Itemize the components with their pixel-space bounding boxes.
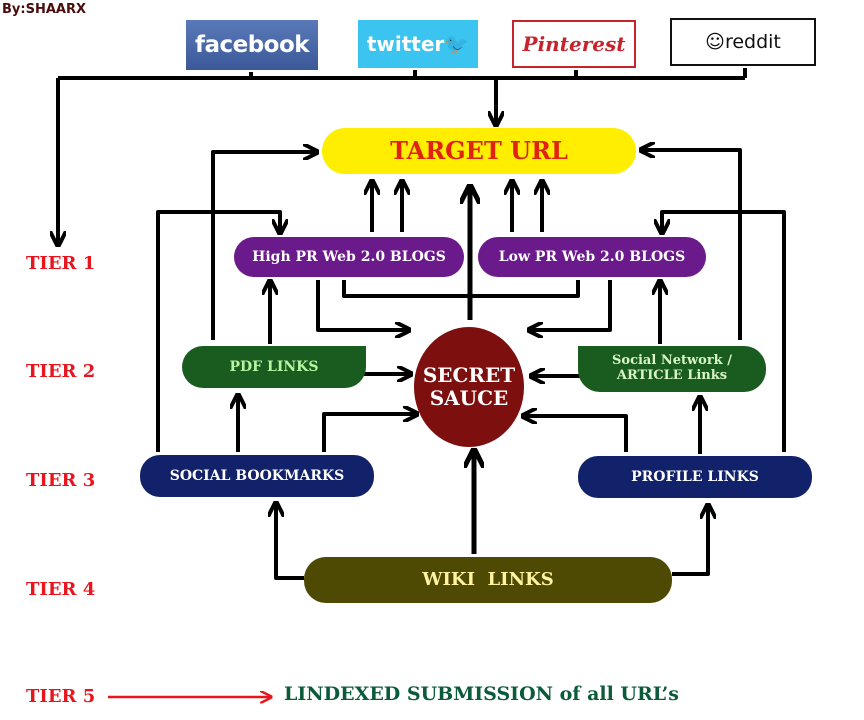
- tier-2-label: TIER 2: [26, 361, 96, 382]
- author-byline: By:SHAARX: [2, 2, 86, 17]
- secret-sauce-line1: SECRET: [422, 363, 516, 387]
- social-network-article-node: Social Network /ARTICLE Links: [578, 346, 766, 392]
- secret-sauce-line2: SAUCE: [429, 386, 509, 410]
- reddit-logo: ☺reddit: [670, 18, 816, 66]
- wiki-links-node: WIKI LINKS: [304, 557, 672, 603]
- reddit-label: reddit: [724, 31, 781, 53]
- social-bookmarks-node: SOCIAL BOOKMARKS: [140, 455, 374, 497]
- pdf-links-node: PDF LINKS: [182, 346, 366, 388]
- social-network-line1: Social Network /: [612, 353, 732, 369]
- target-url-node: TARGET URL: [322, 128, 636, 174]
- lindexed-submission-label: LINDEXED SUBMISSION of all URL’s: [284, 683, 679, 705]
- twitter-logo: twitter🐦: [358, 20, 478, 68]
- reddit-alien-icon: ☺: [705, 31, 725, 53]
- social-network-line2: ARTICLE Links: [616, 368, 728, 383]
- tier-1-label: TIER 1: [26, 253, 96, 274]
- tier-3-label: TIER 3: [26, 470, 96, 491]
- high-pr-blogs-node: High PR Web 2.0 BLOGS: [234, 237, 464, 277]
- tier-5-label: TIER 5: [26, 686, 96, 707]
- pinterest-logo: Pinterest: [512, 20, 636, 68]
- low-pr-blogs-node: Low PR Web 2.0 BLOGS: [478, 237, 706, 277]
- profile-links-node: PROFILE LINKS: [578, 456, 812, 498]
- twitter-label: twitter: [366, 32, 445, 56]
- tier-4-label: TIER 4: [26, 579, 96, 600]
- twitter-bird-icon: 🐦: [444, 32, 470, 56]
- facebook-logo: facebook: [186, 20, 318, 70]
